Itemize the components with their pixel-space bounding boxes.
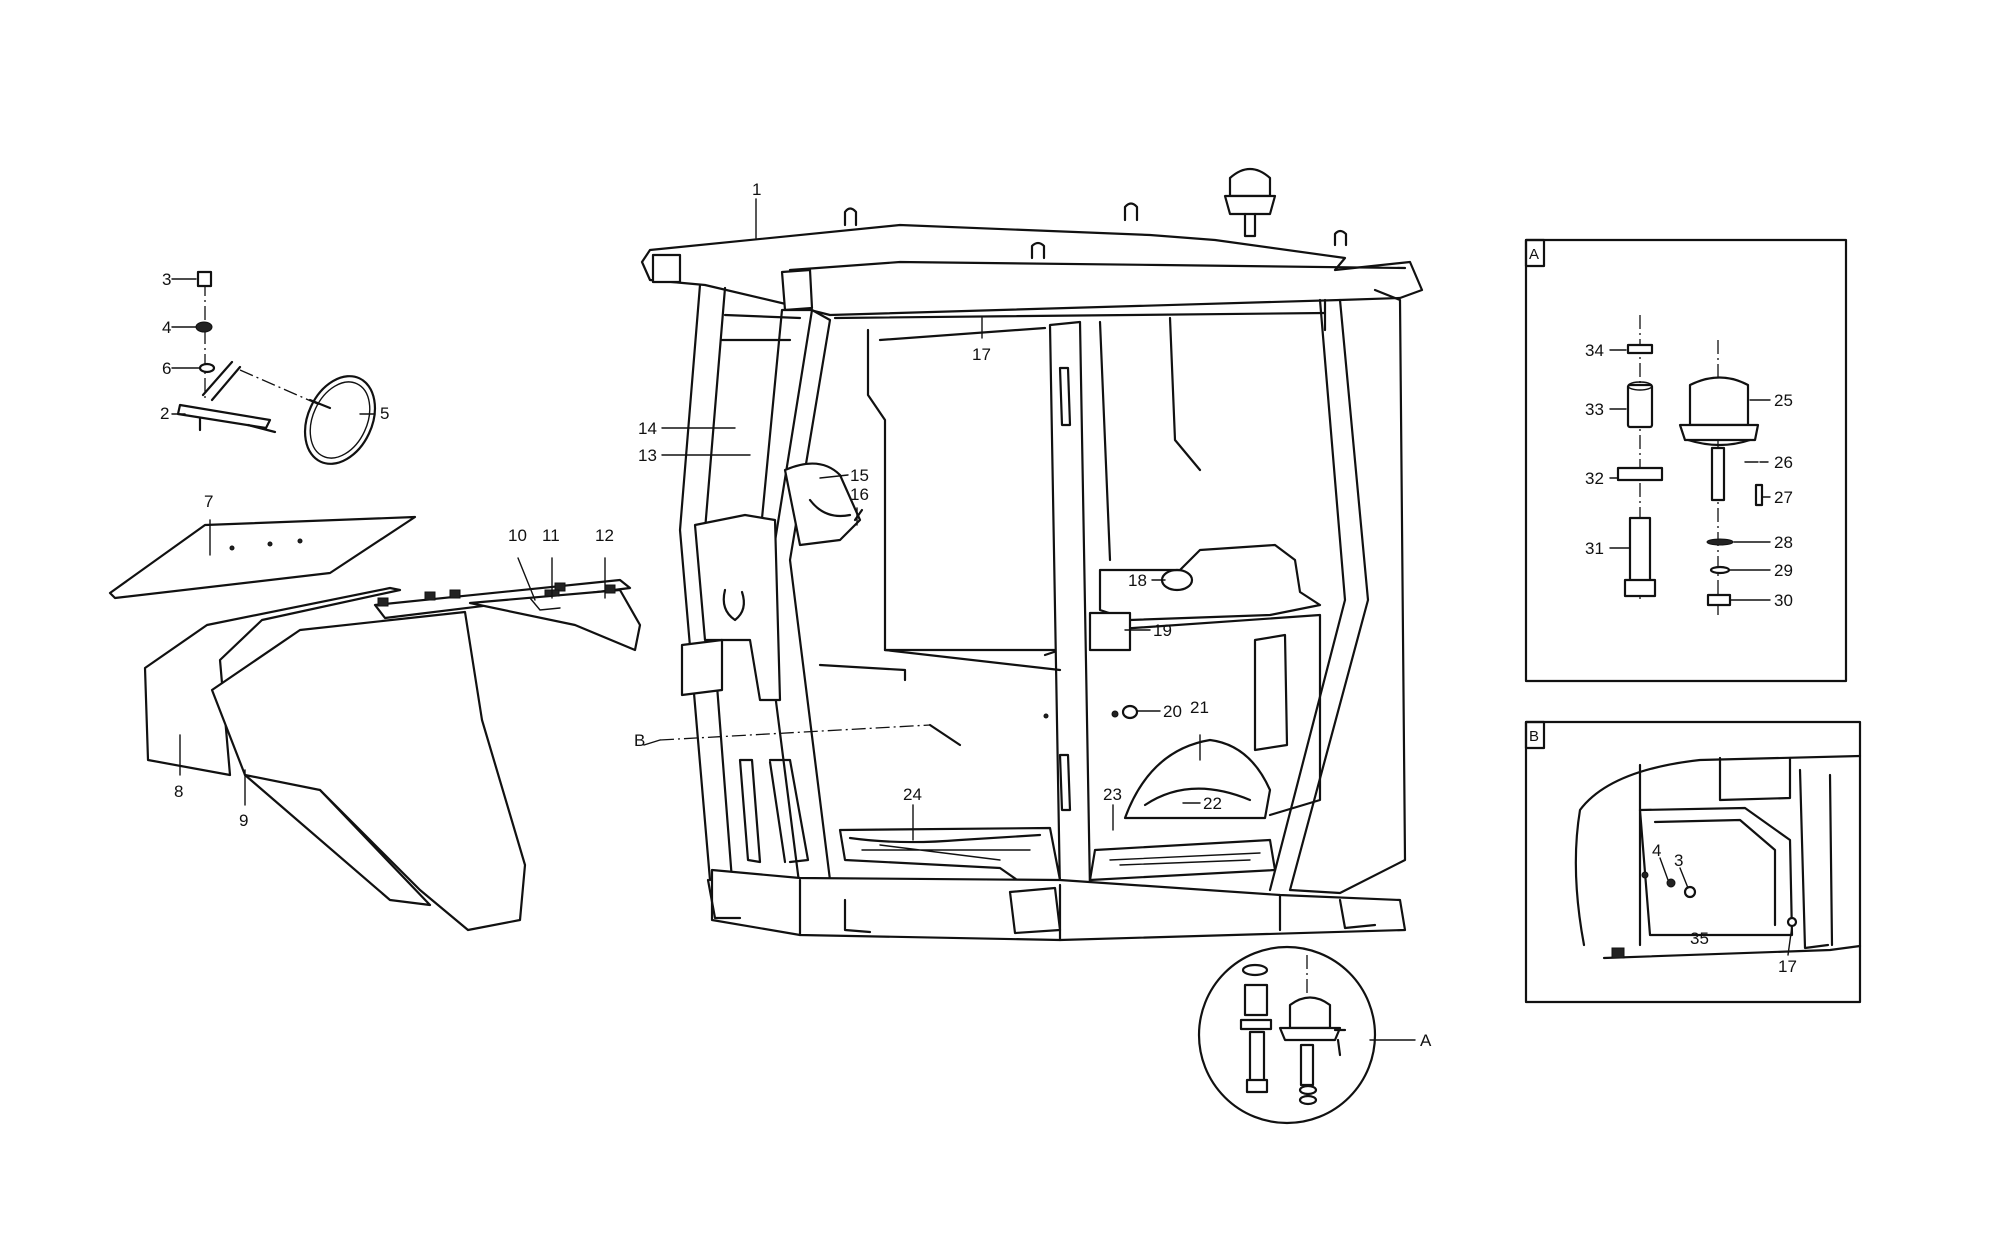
callout-ref-a: A [1420,1031,1432,1050]
detail-a-box [1524,238,1848,683]
callout-5: 5 [380,404,389,423]
fender-panel-outer [143,586,402,777]
leader-lines [171,198,1793,1041]
callout-8: 8 [174,782,183,801]
callout-17: 17 [972,345,991,364]
callout-ref-b: B [634,731,645,750]
callout-3: 3 [162,270,171,289]
callout-1: 1 [752,180,761,199]
fender-panel-inner [210,610,527,932]
callout-15: 15 [850,466,869,485]
callout-10: 10 [508,526,527,545]
detail-b-tag: B [1529,728,1539,745]
callout-2: 2 [160,404,169,423]
callout-30: 30 [1774,591,1793,610]
callout-11: 11 [542,526,560,545]
callout-21: 21 [1190,698,1209,717]
callout-12: 12 [595,526,614,545]
side-plate [108,515,417,600]
callout-26: 26 [1774,453,1793,472]
callout-33: 33 [1585,400,1604,419]
callout-34: 34 [1585,341,1604,360]
callout-23: 23 [1103,785,1122,804]
detail-a-circle [1197,945,1377,1125]
handle-assembly [176,270,377,465]
callout-32: 32 [1585,469,1604,488]
callout-29: 29 [1774,561,1793,580]
callout-35: 35 [1690,929,1709,948]
callout-25: 25 [1774,391,1793,410]
callout-31: 31 [1585,539,1604,558]
callout-18: 18 [1128,571,1147,590]
callout-14: 14 [638,419,657,438]
callout-labels: 1 2 3 4 5 6 7 8 9 10 11 12 13 14 15 16 1… [160,180,1432,1050]
callout-9: 9 [239,811,248,830]
detail-a-tag: A [1529,246,1539,263]
callout-16: 16 [850,485,869,504]
beacon-light-detail [1688,376,1750,427]
cab-roof [640,223,1424,317]
detail-b-box [1524,720,1862,1004]
side-panel-assembly [108,515,642,932]
cab-structure [640,167,1424,942]
callout-27: 27 [1774,488,1793,507]
callout-19: 19 [1153,621,1172,640]
callout-3-detail: 3 [1674,851,1683,870]
callout-17-detail: 17 [1778,957,1797,976]
callout-4: 4 [162,318,171,337]
callout-6: 6 [162,359,171,378]
base-frame [710,868,1407,942]
callout-24: 24 [903,785,922,804]
callout-4-detail: 4 [1652,841,1661,860]
callout-7: 7 [204,492,213,511]
mounting-bar [373,578,632,620]
detail-b-labels: B 4 3 35 17 [1529,728,1797,976]
callout-28: 28 [1774,533,1793,552]
callout-20: 20 [1163,702,1182,721]
callout-22: 22 [1203,794,1222,813]
detail-a-labels: A 34 33 32 31 25 26 27 28 29 30 [1529,246,1793,610]
callout-13: 13 [638,446,657,465]
beacon-light [1228,167,1272,198]
